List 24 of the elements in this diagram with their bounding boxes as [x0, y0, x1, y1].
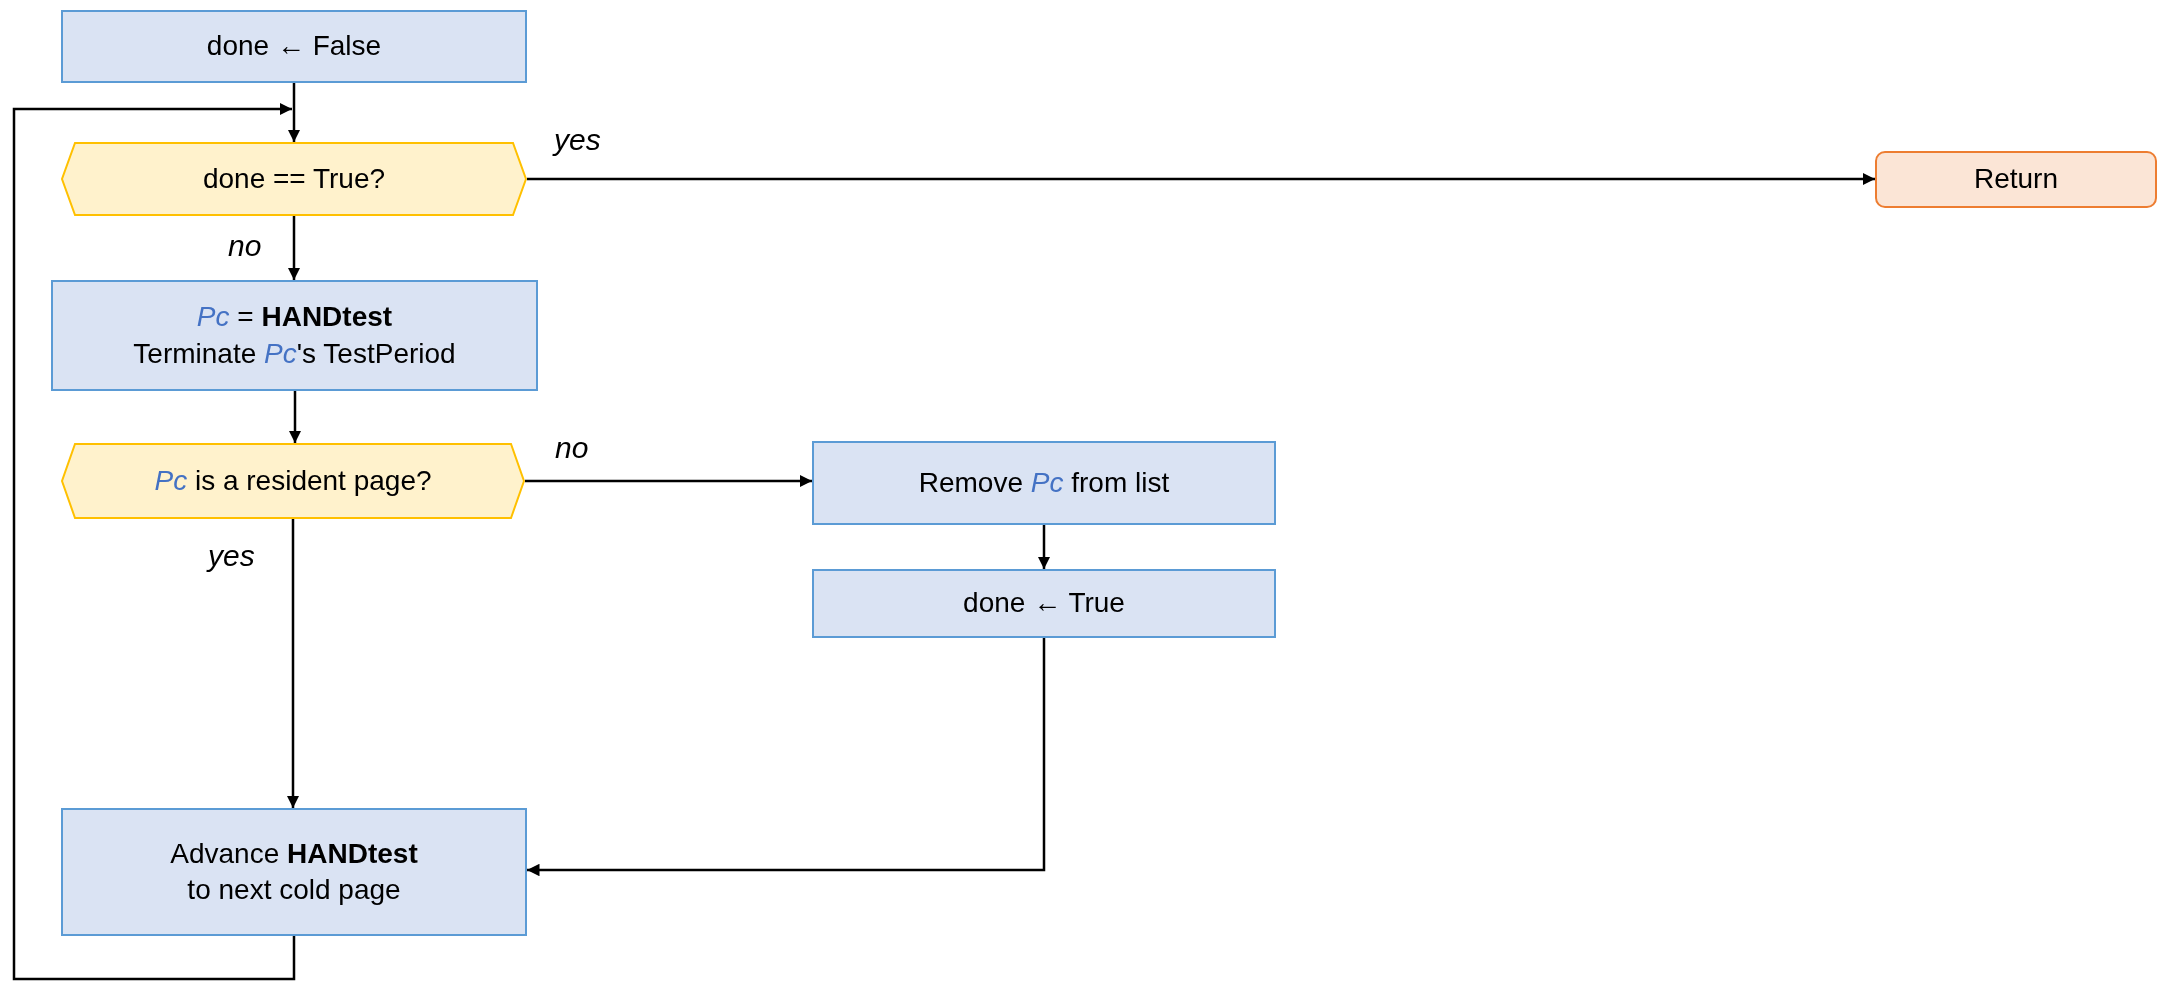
- arrow: [527, 638, 1046, 877]
- process-box: [812, 569, 1276, 638]
- process-box: [812, 441, 1276, 525]
- arrow: [287, 83, 301, 142]
- process-box: [61, 808, 527, 936]
- process-box: [61, 10, 527, 83]
- arrow: [1037, 525, 1051, 569]
- terminal-box: [1875, 151, 2157, 208]
- step-text: done ← True: [963, 586, 1125, 621]
- step-text: Pc is a resident page?: [154, 463, 432, 498]
- arrow: [286, 519, 300, 808]
- arrow: [525, 474, 812, 488]
- step-text: Terminate Pc's TestPeriod: [133, 336, 456, 371]
- arrow: [12, 102, 296, 981]
- arrow: [287, 216, 301, 280]
- step-text: done ← False: [206, 29, 382, 64]
- step-text: Return: [1973, 162, 2058, 197]
- step-text: Pc = HANDtest: [196, 300, 393, 335]
- process-box: [51, 280, 538, 391]
- step-text: Advance HANDtest to next cold page: [169, 836, 419, 907]
- arrow: [288, 391, 302, 443]
- step-text: Remove Pc from list: [918, 465, 1170, 500]
- step-text: done == True?: [202, 161, 386, 196]
- arrow: [527, 172, 1875, 186]
